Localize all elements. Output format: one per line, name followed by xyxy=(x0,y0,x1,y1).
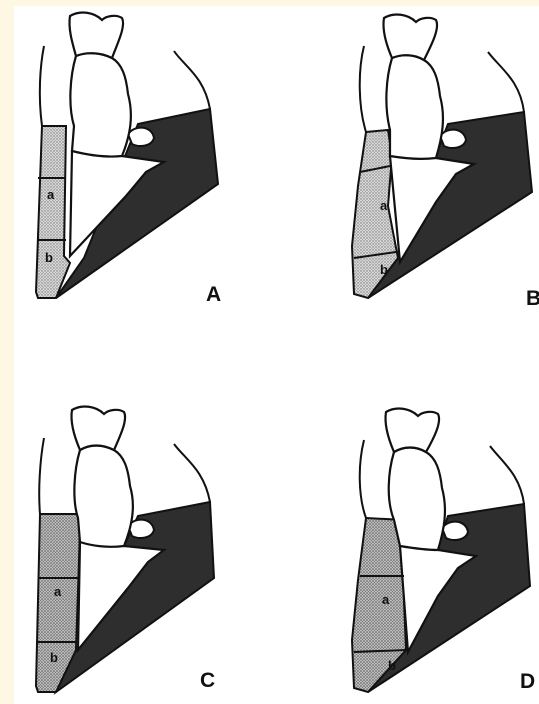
figure: a b A a b B a b C xyxy=(14,6,539,704)
panel-c-skin-front xyxy=(39,438,44,514)
panel-c-label-b: b xyxy=(50,650,58,665)
panel-a-skin-front xyxy=(40,46,44,126)
panel-a-navicular xyxy=(128,128,154,146)
panel-b-pastern xyxy=(386,55,443,159)
diagram-svg: a b A a b B a b C xyxy=(14,6,539,704)
panel-a: a b A xyxy=(36,13,221,306)
panel-a-upper-bone xyxy=(69,13,123,58)
panel-d-upper-bone xyxy=(385,409,439,452)
panel-a-letter: A xyxy=(206,283,221,306)
panel-c-letter: C xyxy=(200,669,215,692)
panel-c-pastern xyxy=(74,446,133,547)
panel-b-letter: B xyxy=(526,287,539,310)
panel-b-navicular xyxy=(440,130,466,148)
panel-d-skin-front xyxy=(360,440,366,518)
panel-b-skin-front xyxy=(360,46,366,132)
panel-d-letter: D xyxy=(520,670,535,693)
panel-d-label-a: a xyxy=(382,592,390,607)
panel-b-label-b: b xyxy=(380,262,388,277)
panel-a-wall xyxy=(36,126,70,298)
panel-a-label-b: b xyxy=(45,250,53,265)
panel-d: a b D xyxy=(352,409,535,693)
panel-b: a b B xyxy=(352,15,539,310)
panel-b-upper-bone xyxy=(383,15,437,60)
panel-c-skin-back xyxy=(174,444,210,502)
panel-d-navicular xyxy=(442,522,468,540)
panel-a-label-a: a xyxy=(47,187,55,202)
panel-c: a b C xyxy=(36,407,215,692)
panel-d-pastern xyxy=(389,448,445,551)
panel-c-upper-bone xyxy=(71,407,125,450)
panel-b-label-a: a xyxy=(380,198,388,213)
panel-a-pastern xyxy=(70,53,131,156)
panel-b-skin-back xyxy=(488,52,524,112)
panel-d-skin-back xyxy=(490,446,524,504)
panel-d-label-b: b xyxy=(388,658,396,673)
panel-c-label-a: a xyxy=(54,584,62,599)
panel-a-skin-back xyxy=(174,51,210,109)
